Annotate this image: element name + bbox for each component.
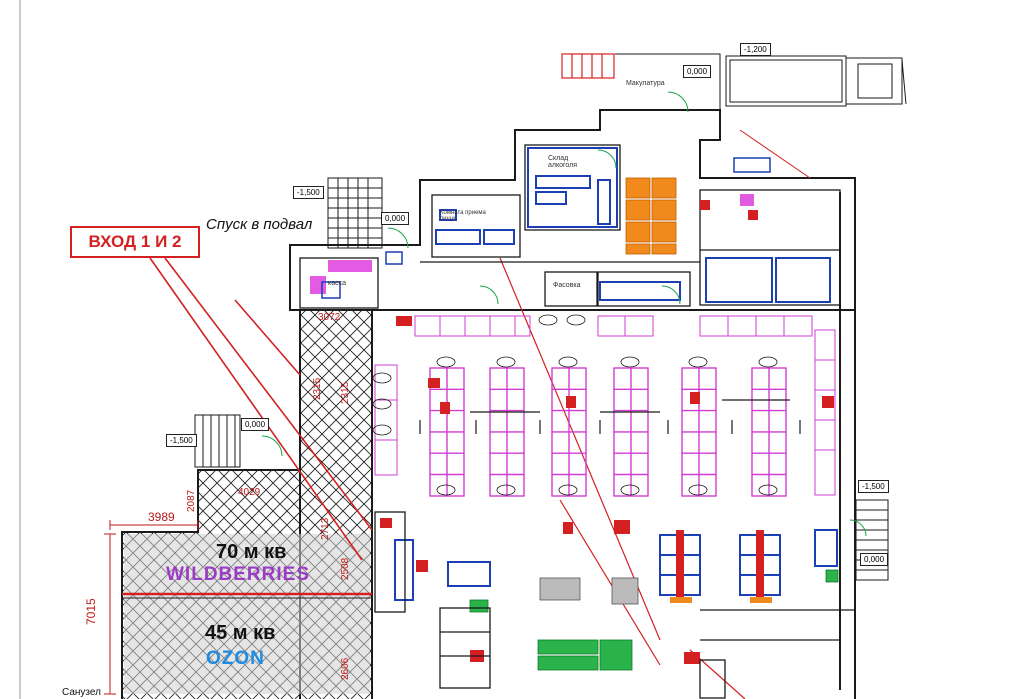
shelf-tag [558,484,578,496]
equipment-block-top-right [599,257,831,303]
level-mark-top-right: -1,200 [740,43,771,56]
food-room-label: Комната приема пищи [440,210,486,222]
ozon-brand: OZON [206,648,265,669]
dimension-2087: 2087 [186,489,197,512]
circulation-arrows [419,399,801,434]
shelf-tags [372,314,778,496]
alcohol-storage-label: Склад алкоголя [548,155,578,169]
shelf-tag [688,356,708,368]
lower-partitions [374,511,855,699]
shelf-tag [436,484,456,496]
level-mark-left-lower: -1,500 [166,434,197,447]
shelf-tag [372,372,392,384]
waste-paper-label: Макулатура [626,80,665,87]
shelf-tag [538,314,558,326]
stairs-top [561,53,615,79]
gray-equipment [539,577,639,605]
dimension-3072: 3072 [318,312,341,323]
dimension-2315b: 2315 [340,381,351,404]
office-desks [321,157,771,299]
shelf-tag [620,484,640,496]
interior-walls [299,144,841,309]
entrance-label: ВХОД 1 И 2 [70,226,200,258]
food-room [435,209,515,245]
dimension-2606: 2606 [340,657,351,680]
stairs-left-mid [194,414,241,468]
gondola-shelves [429,367,787,497]
shelf-tag [688,484,708,496]
shelf-tag [496,484,516,496]
dimension-3989: 3989 [148,510,175,524]
entrance-pointer-lines [149,257,373,561]
dimension-2713: 2713 [320,517,331,540]
wb-area-label: 70 м кв [216,541,287,563]
packing-label: Фасовка [553,282,581,289]
waste-paper-area [615,53,721,113]
level-mark-right-lower: -1,500 [858,480,889,493]
shelf-tag [758,356,778,368]
shelf-tag [558,356,578,368]
basement-label: Спуск в подвал [206,216,313,233]
ozon-area-label: 45 м кв [205,622,276,644]
pink-fixtures [310,194,754,294]
stand-orange-bases [670,597,772,603]
door-swings [261,149,867,537]
wildberries-brand: WILDBERRIES [166,564,310,585]
stand-red-centers [676,530,764,600]
level-mark-top-mid: 0,000 [683,65,712,78]
stairs-upper-left [327,177,383,249]
dimension-lines [104,520,199,695]
restroom-label: Санузел [62,687,101,698]
wall-shelving [374,315,836,496]
level-mark-left-upper-zero: 0,000 [381,212,410,225]
truck-outline [725,55,907,107]
dimension-7015: 7015 [84,598,98,625]
pickup-zone-gray [124,534,370,694]
green-equipment [469,569,839,671]
dimension-2315: 2315 [312,377,323,400]
diagonal-red-line [499,257,661,641]
level-mark-left-upper: -1,500 [293,186,324,199]
shelf-tag [620,356,640,368]
level-mark-left-lower-zero: 0,000 [241,418,270,431]
dimension-4029: 4029 [238,487,261,498]
shelf-tag [436,356,456,368]
shelf-tag [566,314,586,326]
dimension-2508: 2508 [340,557,351,580]
shelf-tag [372,398,392,410]
level-mark-right-lower-zero: 0,000 [860,553,889,566]
shelf-tag [496,356,516,368]
shelf-tag [372,424,392,436]
cashier-label: касса [328,280,347,287]
shelf-tag [758,484,778,496]
alcohol-storage [527,147,618,228]
stairs-right [855,499,889,581]
pallet-stack [625,177,677,255]
